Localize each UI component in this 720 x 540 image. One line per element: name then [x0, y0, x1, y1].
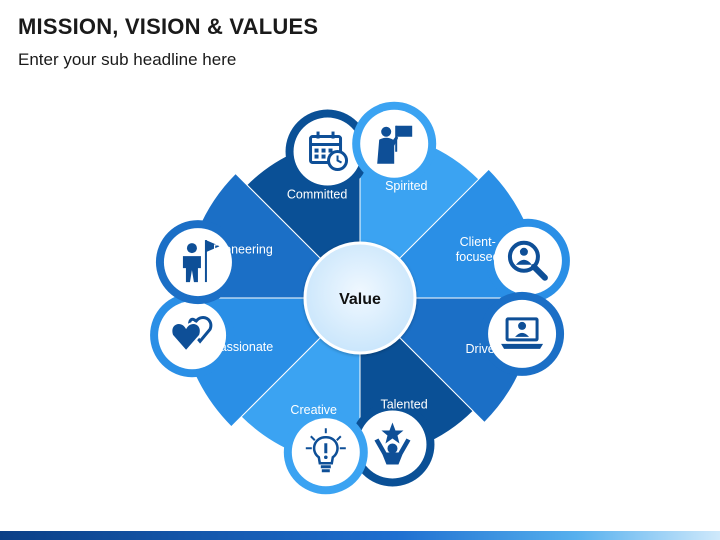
icon-badge-committed	[293, 117, 362, 186]
wheel-center: Value	[303, 241, 417, 355]
segment-label-line: focused	[456, 250, 500, 264]
page-subtitle: Enter your sub headline here	[18, 50, 237, 69]
segment-label-driven: Driven	[466, 342, 502, 356]
segment-label-committed: Committed	[287, 188, 347, 202]
page-title: MISSION, VISION & VALUES	[18, 14, 319, 39]
magnifier-person-icon	[507, 240, 548, 281]
segment-label-line: Driven	[466, 342, 502, 356]
segment-label-line: Passionate	[211, 340, 273, 354]
star-achiever-icon	[374, 422, 411, 465]
segment-label-spirited: Spirited	[385, 179, 427, 193]
segment-label-line: Creative	[290, 403, 337, 417]
segment-label-pioneering: Pioneering	[213, 243, 273, 257]
icon-badge-client-focused	[493, 226, 562, 295]
hearts-icon	[170, 316, 213, 353]
footer-bar	[0, 531, 720, 540]
center-label: Value	[339, 291, 381, 308]
presenter-board-icon	[377, 125, 413, 164]
segment-label-line: Client-	[460, 235, 496, 249]
segment-label-line: Spirited	[385, 179, 427, 193]
wheel-labels: Committed SpiritedClient-focusedDrivenTal…	[211, 179, 501, 417]
center-circle	[303, 241, 417, 355]
segment-label-talented: Talented	[380, 397, 427, 411]
person-flag-icon	[182, 240, 220, 283]
segment-label-creative: Creative	[290, 403, 337, 417]
segment-label-line: Committed	[287, 188, 347, 202]
segment-label-line: Pioneering	[213, 243, 273, 257]
wheel-icon-circles	[150, 101, 570, 495]
segment-label-line: Talented	[380, 397, 427, 411]
laptop-user-icon	[501, 317, 544, 349]
segment-label-client-focused: Client-focused	[456, 235, 500, 264]
segment-label-passionate: Passionate	[211, 340, 273, 354]
calendar-clock-icon	[309, 131, 349, 172]
lightbulb-icon	[305, 428, 346, 473]
